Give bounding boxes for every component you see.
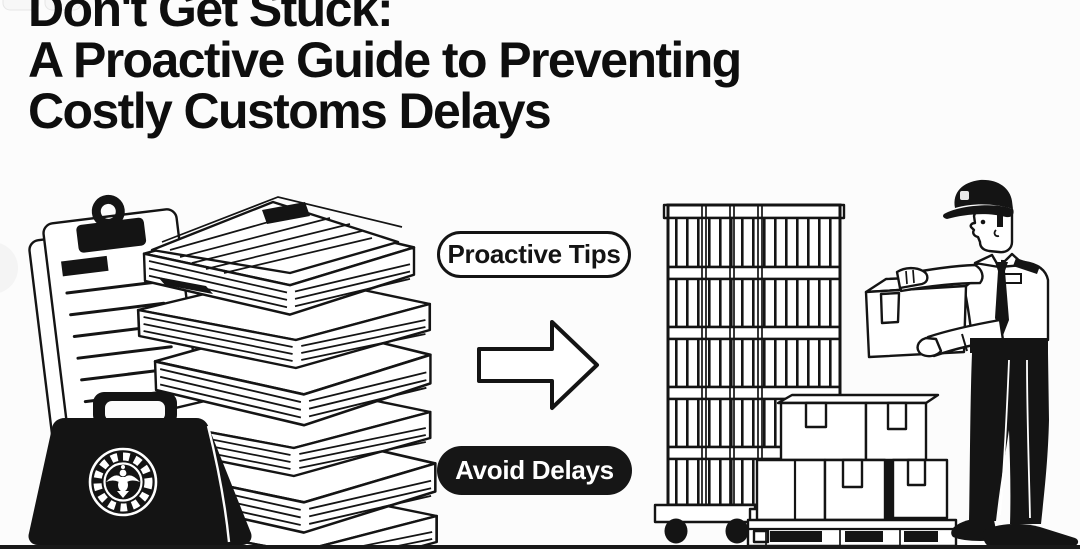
officer-hair: [997, 210, 1003, 227]
top-document: [150, 200, 400, 275]
pallet-icon: [746, 518, 958, 548]
avoid-delays-label: Avoid Delays: [455, 455, 614, 485]
title-line-1: Don't Get Stuck:: [28, 0, 394, 37]
officer-hand: [916, 336, 943, 358]
wheel-icon: [725, 518, 749, 544]
box-tape-tab: [879, 291, 901, 325]
epaulette-icon: [1013, 258, 1040, 274]
avoid-delays-pill: Avoid Delays: [437, 446, 632, 495]
title-line-2: A Proactive Guide to Preventing: [28, 32, 742, 88]
wheel-icon: [664, 518, 688, 544]
clipboard-heading-bar: [61, 255, 109, 277]
carousel-arrow-ghost-icon: [0, 243, 18, 293]
arrow-right-icon: [477, 320, 599, 410]
box-tape-tab: [886, 401, 908, 431]
eagle-seal-icon: [88, 447, 158, 517]
proactive-tips-pill: Proactive Tips: [437, 231, 631, 278]
ghost-button-icon: [44, 0, 82, 11]
box-tape-tab: [804, 401, 828, 429]
box-tape-tab: [906, 458, 927, 487]
title-line-3: Costly Customs Delays: [28, 83, 552, 139]
bottom-edge-bar: [0, 545, 1080, 549]
shoe-icon: [983, 523, 1079, 546]
document-stack-icon: [131, 196, 438, 549]
officer-eye: [980, 219, 986, 225]
belt-icon: [970, 338, 1048, 353]
shirt-collar: [973, 253, 1001, 269]
officer-cap-icon: [943, 179, 1014, 219]
ghost-button-icon: [2, 0, 40, 11]
pen-icon: [158, 277, 213, 294]
box-tape-tab: [841, 458, 864, 489]
proactive-tips-label: Proactive Tips: [447, 239, 621, 269]
customs-officer-icon: [864, 179, 1079, 546]
clipboard-clip-icon: [76, 217, 147, 253]
overlay-ghosts: [0, 0, 82, 293]
document-heading-bar: [262, 202, 310, 224]
cargo-boxes-icon: [755, 393, 949, 522]
page-title: Don't Get Stuck: A Proactive Guide to Pr…: [28, 0, 742, 139]
officer-hand: [895, 266, 929, 290]
necktie-icon: [995, 262, 1008, 271]
official-briefcase-icon: [28, 392, 252, 545]
